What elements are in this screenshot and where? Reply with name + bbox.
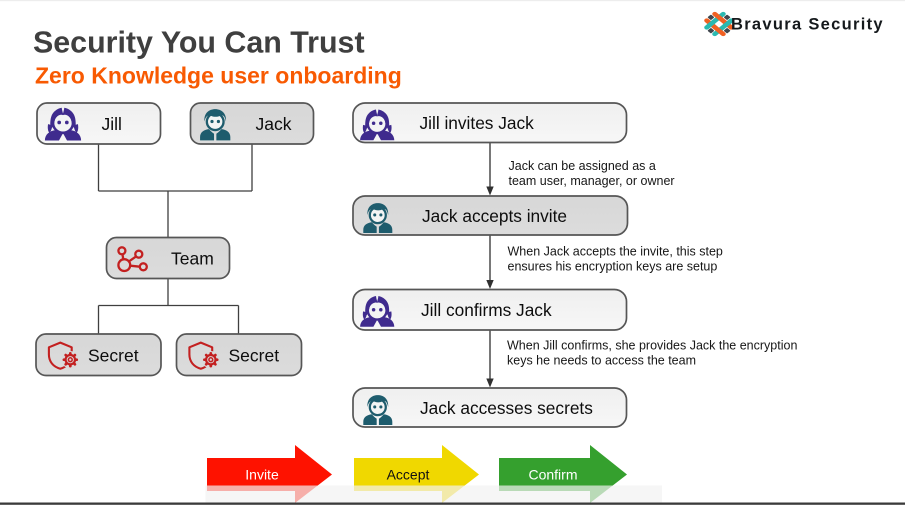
svg-text:Jill: Jill [102,114,122,134]
svg-text:When Jill confirms, she provid: When Jill confirms, she provides Jack th… [507,339,797,353]
svg-text:ensures his encryption keys ar: ensures his encryption keys are setup [508,260,718,274]
svg-text:Jack can be assigned as a: Jack can be assigned as a [509,159,656,173]
svg-text:Accept: Accept [387,466,430,482]
svg-text:Bravura Security: Bravura Security [731,16,884,34]
svg-text:Confirm: Confirm [528,466,577,482]
svg-text:Jack accesses secrets: Jack accesses secrets [420,398,593,418]
svg-text:Jill confirms Jack: Jill confirms Jack [421,300,552,320]
svg-text:Team: Team [171,248,214,268]
svg-text:Jack accepts invite: Jack accepts invite [422,206,567,226]
svg-text:Invite: Invite [245,466,279,482]
svg-text:Secret: Secret [229,346,280,366]
svg-text:Secret: Secret [88,346,139,366]
svg-text:team user, manager, or owner: team user, manager, or owner [509,174,675,188]
svg-text:Security You Can Trust: Security You Can Trust [33,25,365,59]
svg-text:Jill invites Jack: Jill invites Jack [420,113,535,133]
svg-text:Zero Knowledge user onboarding: Zero Knowledge user onboarding [35,63,402,89]
svg-text:keys he needs to access the te: keys he needs to access the team [507,354,696,368]
svg-text:Jack: Jack [256,114,292,134]
svg-text:When Jack accepts the invite,: When Jack accepts the invite, this step [508,245,723,259]
